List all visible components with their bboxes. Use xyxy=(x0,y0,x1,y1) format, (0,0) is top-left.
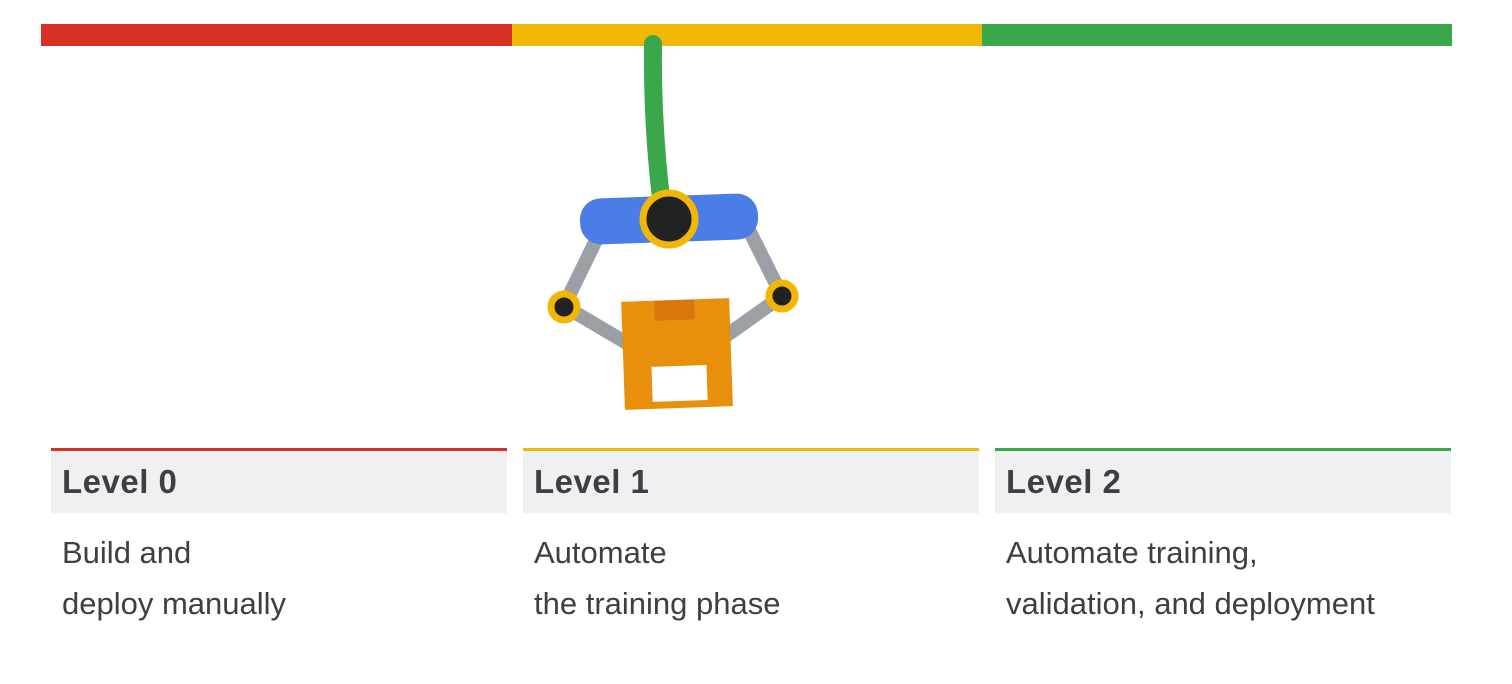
level-1-title: Level 1 xyxy=(534,463,650,500)
track-segment-level-1 xyxy=(512,24,982,46)
level-1-rule xyxy=(523,448,979,451)
claw-cable xyxy=(643,35,670,207)
level-0-rule xyxy=(51,448,507,451)
level-2-description: Automate training, validation, and deplo… xyxy=(1006,535,1375,621)
package-label xyxy=(651,364,708,402)
level-card-2: Level 2 Automate training, validation, a… xyxy=(995,448,1451,629)
level-1-description: Automate the training phase xyxy=(534,535,781,621)
level-2-title: Level 2 xyxy=(1006,463,1122,500)
package-tape xyxy=(654,299,695,321)
level-2-rule xyxy=(995,448,1451,451)
level-0-title: Level 0 xyxy=(62,463,178,500)
illustration xyxy=(41,24,1452,410)
claw-pivot xyxy=(639,189,699,249)
track-segment-level-0 xyxy=(41,24,512,46)
progress-track xyxy=(41,24,1452,46)
claw-right-joint xyxy=(765,279,799,313)
package-box-icon xyxy=(621,298,733,410)
level-1-header: Level 1 xyxy=(523,451,979,513)
track-segment-level-2 xyxy=(982,24,1452,46)
claw-left-joint xyxy=(547,290,581,324)
level-card-0: Level 0 Build and deploy manually xyxy=(51,448,507,629)
level-0-header: Level 0 xyxy=(51,451,507,513)
level-0-description: Build and deploy manually xyxy=(62,535,287,621)
level-2-header: Level 2 xyxy=(995,451,1451,513)
level-card-1: Level 1 Automate the training phase xyxy=(523,448,979,629)
robotic-claw-icon xyxy=(547,35,799,410)
